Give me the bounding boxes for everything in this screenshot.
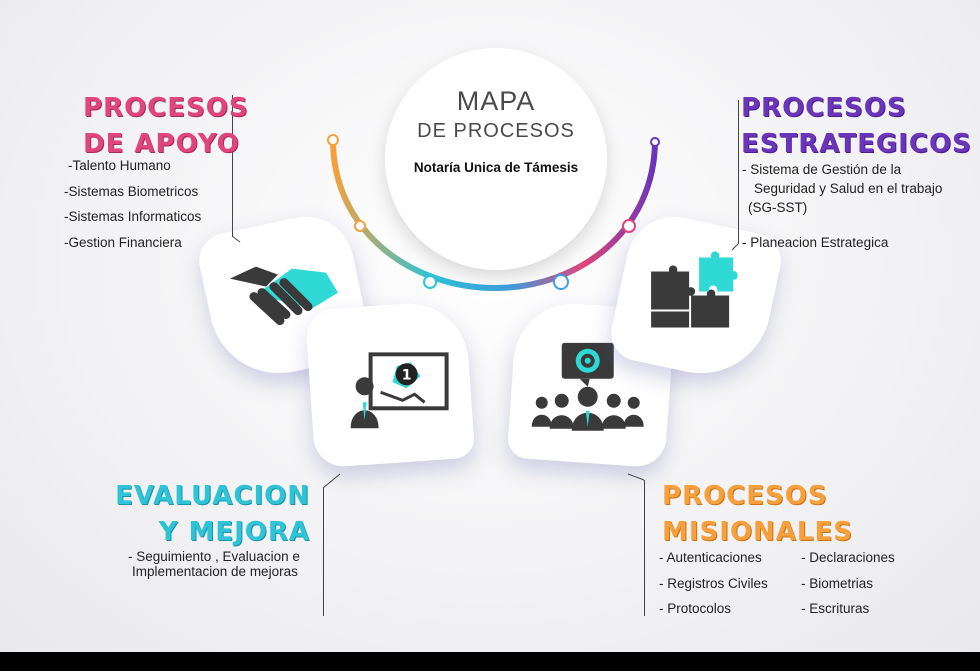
list-item: (SG-SST) — [748, 200, 808, 215]
estrategicos-title-line1: PROCESOS — [741, 93, 907, 123]
estrategicos-title: PROCESOS ESTRATEGICOS — [741, 90, 972, 162]
arc-node — [354, 220, 366, 232]
list-item: - Escrituras — [801, 601, 870, 616]
apoyo-guide-line — [232, 95, 233, 237]
apoyo-title-line1: PROCESOS — [83, 93, 249, 123]
evaluacion-list: - Seguimiento , Evaluacion e Implementac… — [128, 549, 300, 579]
list-item: -Gestion Financiera — [64, 234, 182, 250]
notary-name: Notaría Unica de Támesis — [413, 160, 579, 175]
evaluacion-title: EVALUACION Y MEJORA — [100, 478, 310, 550]
arc-line — [330, 137, 658, 292]
arc-node — [650, 137, 660, 147]
list-item: - Autenticaciones — [659, 550, 762, 565]
list-item: - Protocolos — [659, 601, 732, 616]
evaluacion-title-line2: Y MEJORA — [158, 517, 310, 547]
estrategicos-title-line2: ESTRATEGICOS — [741, 129, 972, 159]
team-target-icon — [531, 342, 644, 431]
misionales-guide-line — [644, 480, 645, 616]
arc-node — [327, 134, 339, 146]
evaluacion-guide-line — [323, 488, 324, 616]
diagram-canvas: { "center": { "title_line1": "MAPA", "ti… — [0, 0, 980, 652]
estrategicos-list: - Sistema de Gestión de la Seguridad y S… — [742, 160, 942, 252]
apoyo-list: -Talento Humano -Sistemas Biometricos -S… — [64, 153, 201, 255]
handshake-icon — [229, 266, 338, 326]
list-item: -Sistemas Biometricos — [64, 183, 199, 199]
evaluacion-card: 1 — [304, 299, 476, 469]
map-subtitle: DE PROCESOS — [417, 120, 575, 142]
puzzle-icon — [651, 251, 738, 328]
apoyo-card — [194, 207, 374, 387]
list-item: - Sistema de Gestión de la — [742, 162, 902, 177]
list-item: - Biometrias — [801, 575, 874, 591]
list-item: -Sistemas Informaticos — [64, 209, 202, 224]
map-title: MAPA — [456, 86, 536, 116]
list-item: - Registros Civiles — [659, 575, 768, 591]
presentation-icon: 1 — [350, 352, 449, 429]
arc-node — [553, 274, 569, 290]
misionales-card — [506, 299, 676, 469]
list-item: Implementacion de mejoras — [132, 564, 298, 579]
misionales-title-line1: PROCESOS — [662, 481, 828, 511]
list-item: Seguridad y Salud en el trabajo — [754, 181, 943, 196]
center-circle: MAPA DE PROCESOS Notaría Unica de Támesi… — [385, 48, 607, 270]
process-arc — [327, 134, 660, 292]
list-item: - Seguimiento , Evaluacion e — [128, 549, 300, 564]
misionales-list-col2: - Declaraciones - Biometrias - Escritura… — [801, 545, 895, 622]
list-item: - Declaraciones — [801, 550, 895, 565]
misionales-list-col1: - Autenticaciones - Registros Civiles - … — [659, 545, 768, 622]
misionales-title: PROCESOS MISIONALES — [662, 478, 853, 550]
apoyo-title-line2: DE APOYO — [83, 129, 240, 159]
estrategicos-guide-line — [738, 100, 739, 244]
list-item: - Planeacion Estrategica — [742, 235, 889, 250]
arc-node — [423, 275, 437, 289]
misionales-title-line2: MISIONALES — [662, 517, 853, 547]
list-item: -Talento Humano — [68, 158, 171, 173]
evaluacion-title-line1: EVALUACION — [115, 481, 310, 511]
rank-badge: 1 — [402, 367, 412, 383]
apoyo-title: PROCESOS DE APOYO — [83, 90, 249, 162]
estrategicos-card — [606, 207, 786, 387]
arc-node — [622, 219, 636, 233]
